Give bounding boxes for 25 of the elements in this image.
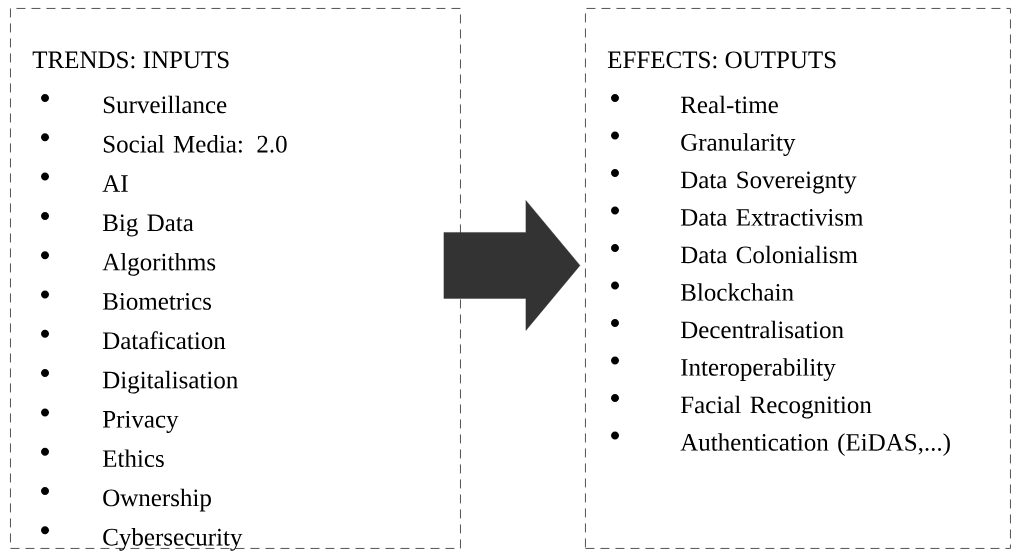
list-item: Data Colonialism xyxy=(680,245,858,264)
list-item: Facial Recognition xyxy=(680,395,872,419)
list-item: Decentralisation xyxy=(680,320,844,339)
list-item: Data Extractivism xyxy=(680,209,864,226)
list-item: Algorithms xyxy=(102,252,216,276)
list-item: Surveillance xyxy=(103,95,227,114)
list-item: Big Data xyxy=(102,214,194,237)
list-item: Biometrics xyxy=(102,293,212,310)
list-item: Blockchain xyxy=(680,283,794,301)
list-item: Authentication (EiDAS,...) xyxy=(680,433,950,456)
list-item: Real-time xyxy=(680,95,778,114)
list-item: Ownership xyxy=(103,488,211,512)
list-item: Social Media: 2.0 xyxy=(103,135,287,153)
list-item: Privacy xyxy=(102,410,179,433)
block-arrow xyxy=(443,200,581,331)
list-item: Granularity xyxy=(681,133,796,156)
heading: EFFECTS: OUTPUTS xyxy=(607,51,836,69)
list-item: AI xyxy=(102,175,128,192)
list-item: Datafication xyxy=(102,331,226,350)
heading: TRENDS: INPUTS xyxy=(32,51,229,69)
list-item: Ethics xyxy=(102,449,164,468)
list-item: Digitalisation xyxy=(102,370,238,394)
list-item: Data Sovereignty xyxy=(680,171,857,194)
list-item: Cybersecurity xyxy=(103,528,243,551)
list-item: Interoperability xyxy=(681,358,836,381)
